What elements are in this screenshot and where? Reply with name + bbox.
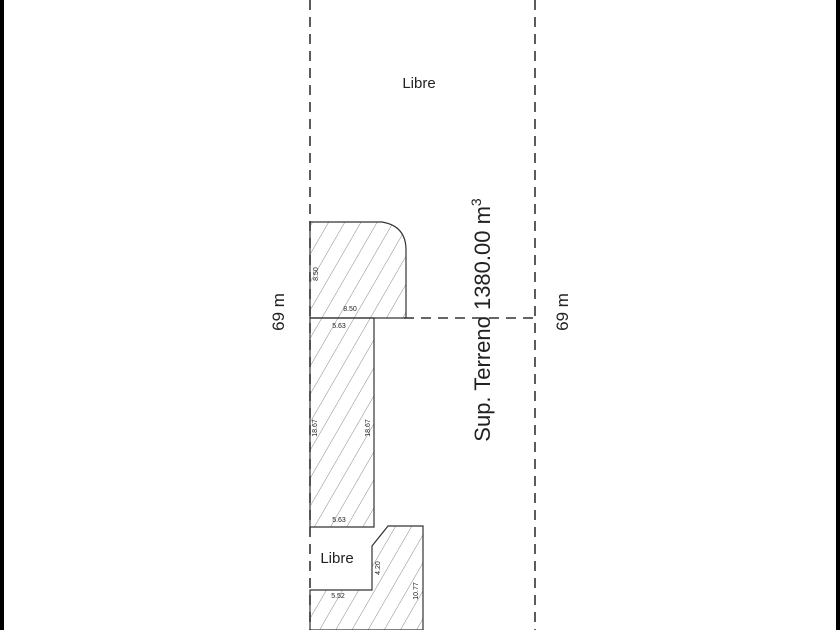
dimension-right: 69 m [553,293,572,331]
block-lower-dim-top: 5.52 [331,593,345,600]
block-upper-dim-vertical: 8.50 [313,267,320,281]
block-upper [309,221,407,319]
site-plan-drawing: Libre Libre Sup. Terreno 1380.00 m3 69 m… [269,0,572,630]
block-upper-dim-horizontal: 8.50 [343,306,357,313]
plan-canvas: Libre Libre Sup. Terreno 1380.00 m3 69 m… [4,0,836,630]
block-middle-dim-top: 5.63 [332,323,346,330]
block-lower-dim-right: 10.77 [413,582,420,600]
free-label-top: Libre [402,75,435,92]
free-label-bottom: Libre [320,550,353,567]
block-middle [309,317,375,528]
area-unit-exponent: 3 [468,198,484,206]
block-lower-dim-left: 4.20 [375,561,382,575]
block-middle-dim-bottom: 5.63 [332,517,346,524]
area-label: Sup. Terreno 1380.00 m3 [468,198,495,442]
area-label-text: Sup. Terreno 1380.00 m [470,206,495,442]
dimension-left: 69 m [269,293,288,331]
block-middle-dim-left: 18.67 [312,419,319,437]
block-lower [309,525,424,630]
block-middle-dim-right: 18.67 [365,419,372,437]
